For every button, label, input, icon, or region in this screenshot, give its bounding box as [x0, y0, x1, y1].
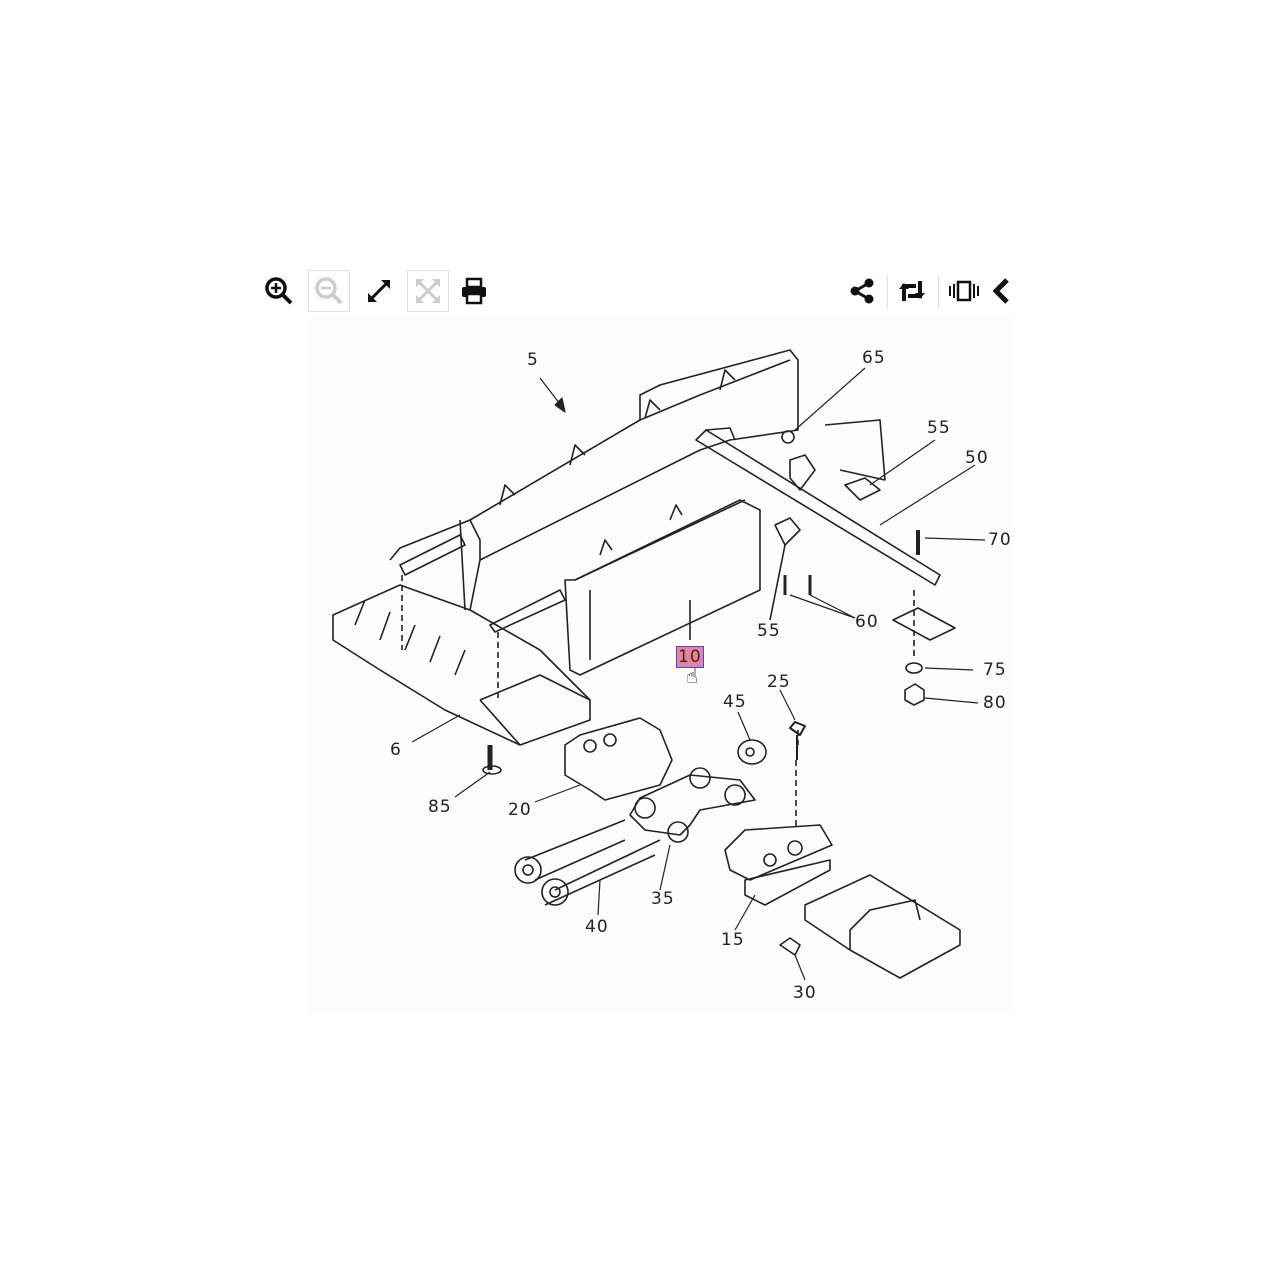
callout-10-highlighted[interactable]: 10: [676, 646, 704, 668]
zoom-in-icon: [265, 277, 293, 305]
callout-20[interactable]: 20: [508, 800, 532, 820]
toolbar-divider: [887, 276, 888, 308]
callout-60[interactable]: 60: [855, 612, 879, 632]
zoom-in-button[interactable]: [258, 270, 300, 312]
callout-50[interactable]: 50: [965, 448, 989, 468]
callout-55-bottom[interactable]: 55: [757, 621, 781, 641]
callout-85[interactable]: 85: [428, 797, 452, 817]
callout-45[interactable]: 45: [723, 692, 747, 712]
callout-35[interactable]: 35: [651, 889, 675, 909]
slideshow-button[interactable]: [943, 270, 985, 312]
chevron-left-icon: [993, 278, 1009, 304]
callout-55-top[interactable]: 55: [927, 418, 951, 438]
rotate-button[interactable]: [891, 270, 933, 312]
parts-diagram: [310, 318, 1014, 1014]
callout-80[interactable]: 80: [983, 693, 1007, 713]
hand-cursor-icon: ☝: [686, 664, 699, 688]
callout-70[interactable]: 70: [988, 530, 1012, 550]
callout-15[interactable]: 15: [721, 930, 745, 950]
expand-icon: [368, 280, 390, 302]
callout-5[interactable]: 5: [527, 350, 539, 370]
print-icon: [462, 277, 486, 305]
share-button[interactable]: [841, 270, 883, 312]
zoom-out-icon: [315, 277, 343, 305]
fit-button[interactable]: [407, 270, 449, 312]
viewer-toolbar: [258, 270, 1018, 314]
rotate-icon: [899, 281, 925, 301]
zoom-out-button[interactable]: [308, 270, 350, 312]
collapse-button[interactable]: [993, 270, 1018, 312]
callout-75[interactable]: 75: [983, 660, 1007, 680]
fit-icon: [415, 278, 441, 304]
callout-65[interactable]: 65: [862, 348, 886, 368]
callout-40[interactable]: 40: [585, 917, 609, 937]
callout-6[interactable]: 6: [390, 740, 402, 760]
callout-30[interactable]: 30: [793, 983, 817, 1003]
share-icon: [850, 278, 874, 304]
callout-25[interactable]: 25: [767, 672, 791, 692]
print-button[interactable]: [453, 270, 495, 312]
carousel-icon: [949, 280, 979, 302]
fullscreen-button[interactable]: [358, 270, 400, 312]
toolbar-divider: [938, 276, 939, 308]
